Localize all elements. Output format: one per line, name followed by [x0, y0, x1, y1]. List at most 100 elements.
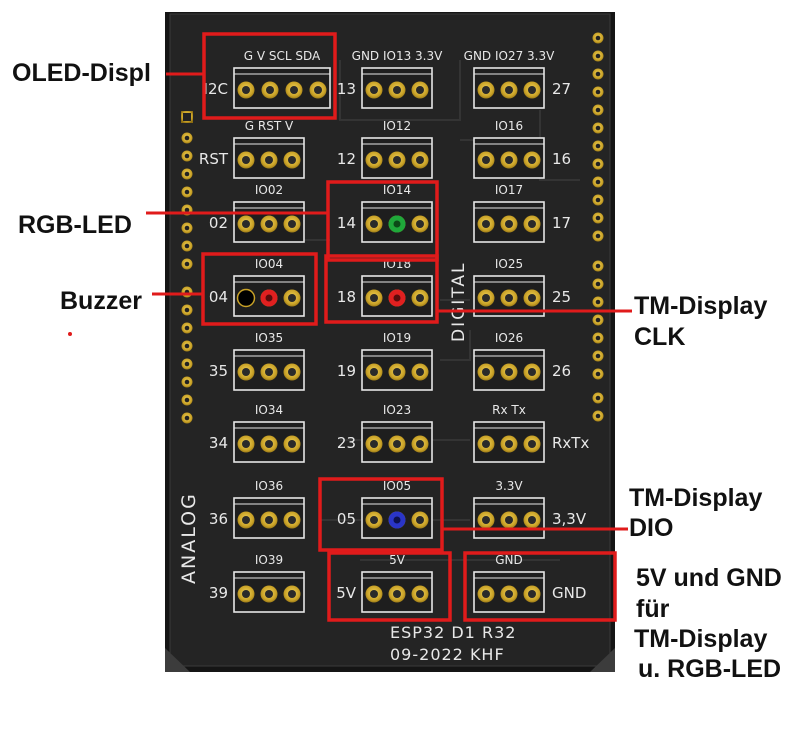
- pin-hole: [505, 220, 513, 228]
- pin-hole: [393, 440, 401, 448]
- pin-hole: [242, 516, 250, 524]
- board-title-line-1: ESP32 D1 R32: [390, 623, 516, 642]
- connector-header-io14: IO14: [383, 183, 411, 197]
- pin-hole: [393, 220, 401, 228]
- connector-side-label-io25: 25: [552, 288, 571, 306]
- pin-hole: [393, 86, 401, 94]
- pin-hole: [528, 440, 536, 448]
- pin-hole: [265, 220, 273, 228]
- pin-hole: [416, 516, 424, 524]
- connector-side-label-io36: 36: [209, 510, 228, 528]
- connector-header-io02: IO02: [255, 183, 283, 197]
- connector-header-gnd: GND: [495, 553, 523, 567]
- stray-dot: [68, 332, 72, 336]
- wire-marker-black: [236, 288, 256, 308]
- connector-header-rst: G RST V: [245, 119, 294, 133]
- pin-hole: [528, 86, 536, 94]
- connector-side-label-v33: 3,3V: [552, 510, 587, 528]
- pin-hole: [290, 86, 298, 94]
- pin-hole: [482, 86, 490, 94]
- callout-rgb-led: RGB-LED: [18, 211, 132, 239]
- pin-hole: [370, 516, 378, 524]
- connector-header-io35: IO35: [255, 331, 283, 345]
- pin-hole: [416, 440, 424, 448]
- connector-header-io27: GND IO27 3.3V: [464, 49, 555, 63]
- connector-header-io05: IO05: [383, 479, 411, 493]
- pin-hole: [505, 590, 513, 598]
- connector-header-io34: IO34: [255, 403, 283, 417]
- pin-hole: [505, 86, 513, 94]
- pin-hole: [370, 440, 378, 448]
- pin-hole: [265, 294, 273, 302]
- connector-side-label-io18: 18: [337, 288, 356, 306]
- connector-header-io39: IO39: [255, 553, 283, 567]
- pin-hole: [482, 368, 490, 376]
- highlight-tm-clk: [324, 254, 439, 324]
- digital-label: DIGITAL: [449, 262, 469, 342]
- pin-hole: [393, 368, 401, 376]
- pin-hole: [505, 156, 513, 164]
- pin-hole: [528, 156, 536, 164]
- pin-hole: [416, 86, 424, 94]
- connector-side-label-io04: 04: [209, 288, 228, 306]
- pin-hole: [314, 86, 322, 94]
- pin-hole: [265, 516, 273, 524]
- pin-hole: [288, 294, 296, 302]
- connector-side-label-io12: 12: [337, 150, 356, 168]
- connector-side-label-io34: 34: [209, 434, 228, 452]
- right-pin-header: [592, 32, 604, 422]
- pin-hole: [528, 220, 536, 228]
- pin-hole: [288, 368, 296, 376]
- highlight-tm-dio: [318, 477, 444, 552]
- pin-hole: [370, 220, 378, 228]
- connector-side-label-io39: 39: [209, 584, 228, 602]
- highlight-gnd: [463, 551, 617, 622]
- pcb-board: [165, 12, 615, 672]
- pin-hole: [528, 294, 536, 302]
- pin-hole: [370, 368, 378, 376]
- pin-hole: [242, 368, 250, 376]
- connector-header-io26: IO26: [495, 331, 523, 345]
- callout-power-line-1: 5V und GND: [636, 564, 782, 592]
- connector-header-io04: IO04: [255, 257, 283, 271]
- pin-hole: [266, 86, 274, 94]
- callout-buzzer: Buzzer: [60, 287, 142, 315]
- pin-hole: [416, 590, 424, 598]
- pin-hole: [482, 590, 490, 598]
- pin-hole: [265, 156, 273, 164]
- connector-side-label-io35: 35: [209, 362, 228, 380]
- callout-power-line-2: für: [636, 595, 670, 623]
- connector-header-io12: IO12: [383, 119, 411, 133]
- pin-hole: [288, 220, 296, 228]
- connector-header-v33: 3.3V: [495, 479, 523, 493]
- connector-v5: 5V 5V: [336, 553, 433, 613]
- connector-header-rxtx: Rx Tx: [492, 403, 526, 417]
- pin-hole: [528, 368, 536, 376]
- pin-hole: [242, 220, 250, 228]
- callout-oled: OLED-Displ: [12, 59, 151, 87]
- connector-side-label-v5: 5V: [336, 584, 357, 602]
- pin-hole: [505, 294, 513, 302]
- connector-header-v5: 5V: [389, 553, 406, 567]
- pin-hole: [505, 440, 513, 448]
- callout-tm-dio-pin: DIO: [629, 514, 674, 542]
- pin-hole: [482, 156, 490, 164]
- pin-hole: [288, 440, 296, 448]
- connector-side-label-i2c: I2C: [204, 80, 228, 98]
- pin-hole: [416, 294, 424, 302]
- silkscreen: ANALOG DIGITAL ESP32 D1 R32 09-2022 KHF: [178, 262, 516, 664]
